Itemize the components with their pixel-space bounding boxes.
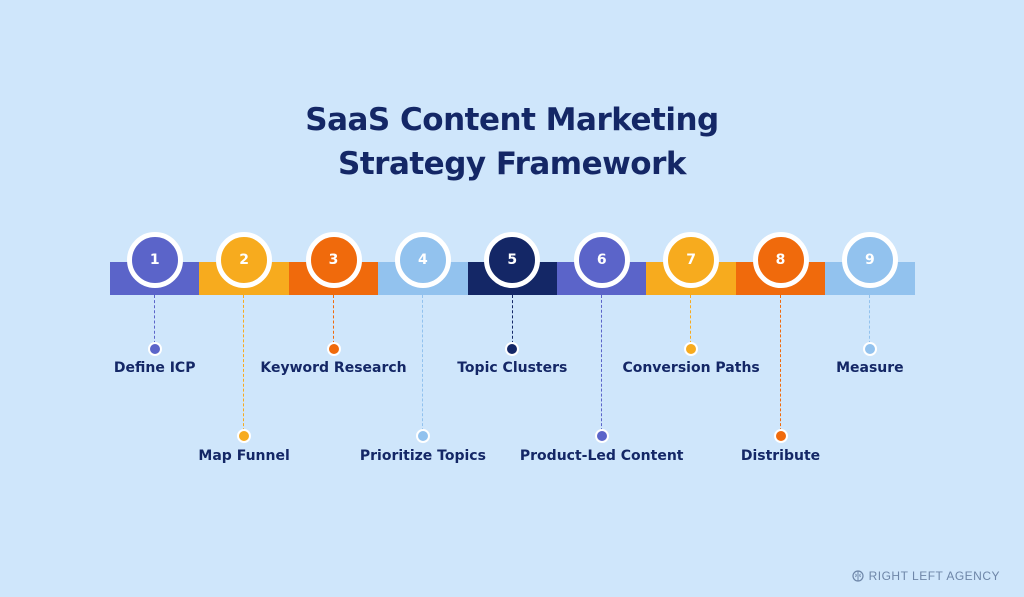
- connector-line: [779, 295, 781, 436]
- title-line-1: SaaS Content Marketing: [305, 102, 719, 138]
- page-title: SaaS Content Marketing Strategy Framewor…: [0, 98, 1024, 186]
- step-marker-dot: [326, 342, 341, 356]
- step-marker-dot: [684, 342, 699, 356]
- step-number-circle: 1: [126, 232, 183, 288]
- step-marker-dot: [862, 342, 877, 356]
- step-label: Keyword Research: [260, 360, 407, 376]
- title-line-2: Strategy Framework: [338, 146, 686, 182]
- footer-brand: RIGHT LEFT AGENCY: [851, 569, 1000, 583]
- step-number-circle: 8: [752, 232, 809, 288]
- connector-line: [153, 295, 155, 349]
- connector-line: [243, 295, 245, 436]
- step-number-circle: 5: [484, 232, 541, 288]
- step-label: Prioritize Topics: [359, 448, 486, 464]
- connector-line: [869, 295, 871, 349]
- step-number-circle: 9: [841, 232, 898, 288]
- step-marker-dot: [415, 429, 430, 443]
- step-label: Distribute: [740, 448, 821, 464]
- step-number-circle: 3: [305, 232, 362, 288]
- brain-icon: [851, 570, 864, 582]
- step-label: Measure: [836, 360, 904, 376]
- step-marker-dot: [594, 429, 609, 443]
- connector-line: [600, 295, 602, 436]
- connector-line: [422, 295, 424, 436]
- connector-line: [690, 295, 692, 349]
- step-marker-dot: [773, 429, 788, 443]
- step-label: Define ICP: [113, 360, 196, 376]
- step-number-circle: 7: [663, 232, 720, 288]
- step-marker-dot: [147, 342, 162, 356]
- step-number-circle: 6: [573, 232, 630, 288]
- step-label: Topic Clusters: [457, 360, 568, 376]
- step-number-circle: 4: [394, 232, 451, 288]
- step-marker-dot: [505, 342, 520, 356]
- step-number-circle: 2: [216, 232, 273, 288]
- step-label: Conversion Paths: [622, 360, 760, 376]
- connector-line: [511, 295, 513, 349]
- step-label: Product-Led Content: [519, 448, 684, 464]
- connector-line: [332, 295, 334, 349]
- brand-name: RIGHT LEFT AGENCY: [868, 569, 1000, 583]
- step-label: Map Funnel: [198, 448, 290, 464]
- step-marker-dot: [237, 429, 252, 443]
